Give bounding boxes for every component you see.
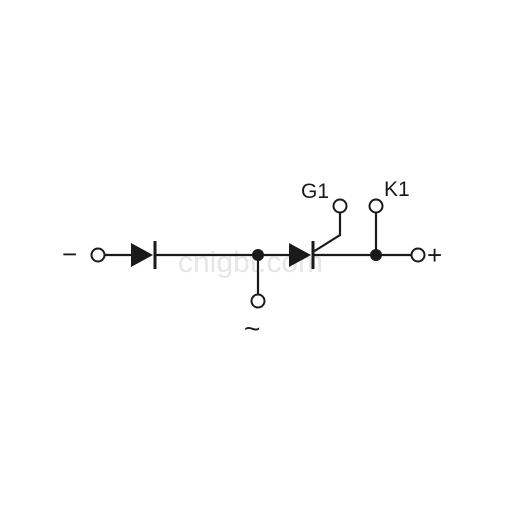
- negative-label: −: [62, 239, 77, 269]
- ac-label: ~: [244, 313, 260, 344]
- ac-terminal: [250, 293, 266, 309]
- thyristor-symbol: [289, 243, 311, 267]
- cathode-terminal: [368, 198, 384, 214]
- gate-lead: [312, 213, 342, 253]
- positive-terminal: [410, 247, 426, 263]
- negative-terminal: [90, 247, 106, 263]
- gate-terminal: [332, 198, 348, 214]
- diode-symbol: [131, 243, 153, 267]
- cathode-label: K1: [384, 178, 410, 201]
- gate-label: G1: [301, 180, 329, 203]
- positive-label: +: [427, 240, 442, 270]
